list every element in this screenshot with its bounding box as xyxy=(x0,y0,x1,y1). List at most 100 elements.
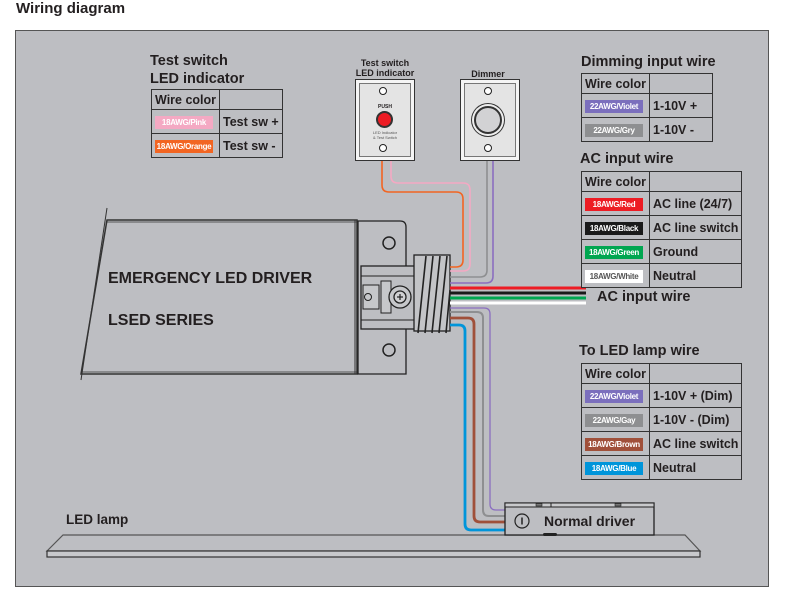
dimmer-knob[interactable] xyxy=(474,106,502,134)
table-row: 22AWG/Gay 1-10V - (Dim) xyxy=(580,407,743,432)
wire-function: 1-10V + xyxy=(649,93,714,118)
page-title: Wiring diagram xyxy=(16,0,126,17)
swatch-cell: 18AWG/Pink xyxy=(150,109,221,134)
wire-swatch-pink: 18AWG/Pink xyxy=(155,116,213,129)
swatch-cell: 18AWG/Brown xyxy=(580,431,651,456)
wire-swatch-white: 18AWG/White xyxy=(585,270,643,283)
ac-input-wire-label: AC input wire xyxy=(597,289,691,305)
wire-function: AC line switch xyxy=(649,215,743,240)
wire-color-header: Wire color xyxy=(580,171,651,192)
table-row: 22AWG/Gry 1-10V - xyxy=(580,117,714,142)
push-label: PUSH xyxy=(378,104,392,110)
dimming-heading: Dimming input wire xyxy=(581,54,716,70)
wire-function: 1-10V - xyxy=(649,117,714,142)
label-line: LED indicator xyxy=(355,68,415,78)
swatch-cell: 22AWG/Gay xyxy=(580,407,651,432)
wire-violet-lamp xyxy=(450,307,505,511)
wire-swatch-black: 18AWG/Black xyxy=(585,222,643,235)
led-caption: LED Indicator & Test Switch xyxy=(356,130,414,140)
table-header-row: Wire color xyxy=(150,89,284,110)
push-button[interactable] xyxy=(376,111,393,128)
wire-swatch-orange: 18AWG/Orange xyxy=(155,140,213,153)
wire-color-header: Wire color xyxy=(150,89,221,110)
wire-function: Neutral xyxy=(649,455,743,480)
normal-driver-box xyxy=(504,502,655,536)
wire-swatch-blue: 18AWG/Blue xyxy=(585,462,643,475)
wire-swatch-violet: 22AWG/Violet xyxy=(585,100,643,113)
caption-line: & Test Switch xyxy=(373,135,397,140)
wire-function: AC line (24/7) xyxy=(649,191,743,216)
screw-icon xyxy=(484,87,492,95)
test-switch-heading: Test switch LED indicator xyxy=(150,52,244,88)
table-header-row: Wire color xyxy=(580,171,743,192)
blank-header xyxy=(649,363,743,384)
heading-line: Test switch xyxy=(150,53,228,69)
wire-gray-lamp xyxy=(450,311,505,517)
swatch-cell: 18AWG/Green xyxy=(580,239,651,264)
table-row: 22AWG/Violet 1-10V + xyxy=(580,93,714,118)
swatch-cell: 22AWG/Violet xyxy=(580,383,651,408)
table-row: 18AWG/Black AC line switch xyxy=(580,215,743,240)
blank-header xyxy=(649,171,743,192)
table-row: 18AWG/Orange Test sw - xyxy=(150,133,284,158)
test-switch-wire-table: Wire color 18AWG/Pink Test sw + 18AWG/Or… xyxy=(150,89,284,158)
wire-function: Ground xyxy=(649,239,743,264)
lamp-wire-heading: To LED lamp wire xyxy=(579,343,700,359)
blank-header xyxy=(219,89,284,110)
wire-orange xyxy=(381,160,464,268)
test-switch-device-label: Test switch LED indicator xyxy=(350,58,420,78)
swatch-cell: 18AWG/Black xyxy=(580,215,651,240)
wire-swatch-green: 18AWG/Green xyxy=(585,246,643,259)
ac-wires xyxy=(450,286,586,305)
wire-function: 1-10V - (Dim) xyxy=(649,407,743,432)
wire-function: Test sw - xyxy=(219,133,284,158)
led-lamp-label: LED lamp xyxy=(66,512,129,527)
normal-driver-label: Normal driver xyxy=(544,513,636,529)
wire-swatch-red: 18AWG/Red xyxy=(585,198,643,211)
table-row: 18AWG/Pink Test sw + xyxy=(150,109,284,134)
table-row: 18AWG/Blue Neutral xyxy=(580,455,743,480)
caption-line: LED Indicator xyxy=(372,130,398,135)
wire-violet-dim xyxy=(450,160,494,284)
wire-function: Test sw + xyxy=(219,109,284,134)
swatch-cell: 18AWG/Orange xyxy=(150,133,221,158)
dimmer-label: Dimmer xyxy=(471,69,505,79)
wire-color-header: Wire color xyxy=(580,363,651,384)
swatch-cell: 18AWG/White xyxy=(580,263,651,288)
wire-function: Neutral xyxy=(649,263,743,288)
ac-input-heading: AC input wire xyxy=(580,151,674,167)
swatch-cell: 22AWG/Violet xyxy=(580,93,651,118)
wire-blue xyxy=(450,323,505,532)
screw-icon xyxy=(484,144,492,152)
label-line: Test switch xyxy=(360,58,410,68)
wire-pink xyxy=(390,160,471,272)
wire-function: 1-10V + (Dim) xyxy=(649,383,743,408)
table-header-row: Wire color xyxy=(580,73,714,94)
dimmer-plate xyxy=(460,79,520,161)
emergency-driver-body xyxy=(80,207,451,381)
lower-wires xyxy=(450,307,505,532)
wire-swatch-gray: 22AWG/Gry xyxy=(585,124,643,137)
driver-series: LSED SERIES xyxy=(108,312,214,329)
table-header-row: Wire color xyxy=(580,363,743,384)
ac-input-wire-table: Wire color 18AWG/Red AC line (24/7) 18AW… xyxy=(580,171,743,288)
lamp-wire-table: Wire color 22AWG/Violet 1-10V + (Dim) 22… xyxy=(580,363,743,480)
table-row: 18AWG/Brown AC line switch xyxy=(580,431,743,456)
blank-header xyxy=(649,73,714,94)
swatch-cell: 18AWG/Blue xyxy=(580,455,651,480)
wire-swatch-brown: 18AWG/Brown xyxy=(585,438,643,451)
test-switch-plate: PUSH LED Indicator & Test Switch xyxy=(355,79,415,161)
swatch-cell: 18AWG/Red xyxy=(580,191,651,216)
led-lamp-bar xyxy=(45,534,702,558)
screw-icon xyxy=(379,87,387,95)
driver-title: EMERGENCY LED DRIVER xyxy=(108,270,313,287)
table-row: 22AWG/Violet 1-10V + (Dim) xyxy=(580,383,743,408)
heading-line: LED indicator xyxy=(150,71,245,87)
dimming-wire-table: Wire color 22AWG/Violet 1-10V + 22AWG/Gr… xyxy=(580,73,714,142)
wire-gray-dim xyxy=(450,160,488,278)
wire-brown xyxy=(450,316,505,524)
wire-swatch-violet: 22AWG/Violet xyxy=(585,390,643,403)
wire-swatch-gray: 22AWG/Gay xyxy=(585,414,643,427)
wire-function: AC line switch xyxy=(649,431,743,456)
